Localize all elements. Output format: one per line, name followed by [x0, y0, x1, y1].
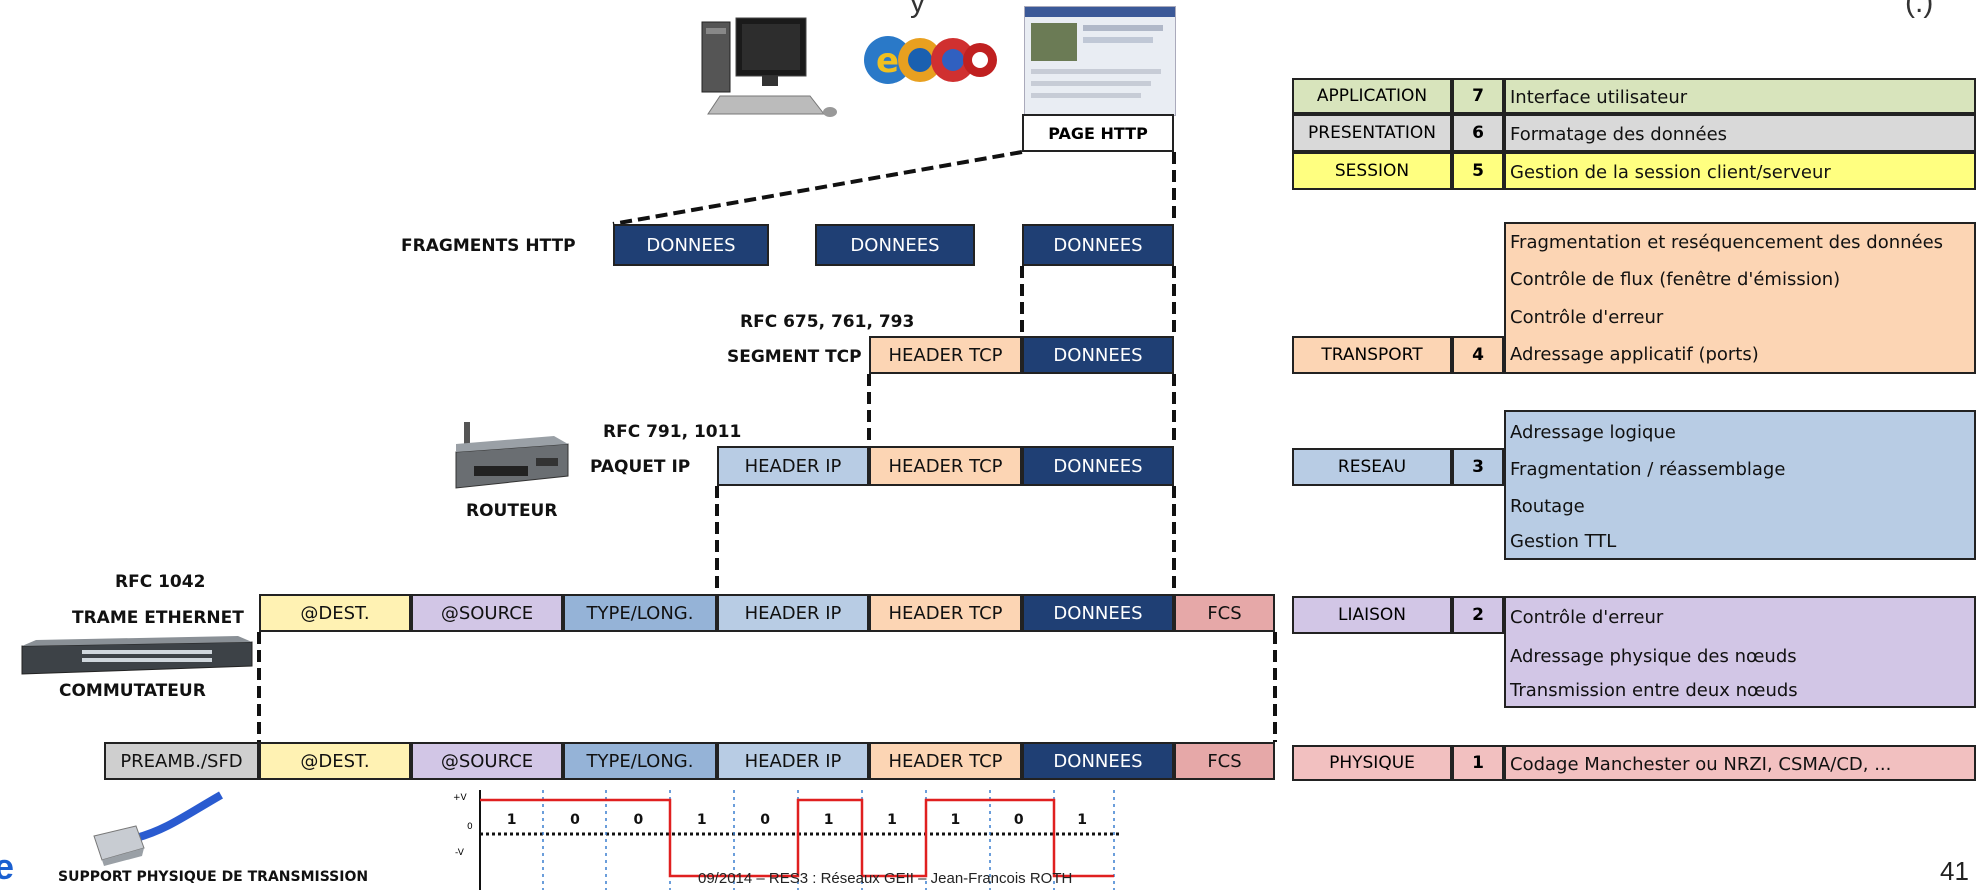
- osi-session-name: SESSION: [1292, 152, 1452, 190]
- browser-logos-icon: e: [864, 36, 997, 84]
- phys-preamb: PREAMB./SFD: [104, 742, 259, 780]
- signal-minus-v: -V: [455, 848, 464, 858]
- top-cut-text-left: y: [910, 0, 925, 19]
- page-number: 41: [1940, 856, 1969, 886]
- osi-transport-line-3: Contrôle d'erreur: [1510, 307, 1664, 328]
- phys-header-tcp: HEADER TCP: [869, 742, 1022, 780]
- osi-liaison-num: 2: [1452, 596, 1504, 634]
- paquet-donnees: DONNEES: [1022, 446, 1174, 486]
- osi-liaison-line-2: Adressage physique des nœuds: [1510, 646, 1797, 667]
- trame-fcs: FCS: [1174, 594, 1275, 632]
- fragments-label: FRAGMENTS HTTP: [401, 236, 576, 256]
- phys-type: TYPE/LONG.: [563, 742, 717, 780]
- signal-plus-v: +V: [453, 793, 467, 803]
- support-label: SUPPORT PHYSIQUE DE TRANSMISSION: [58, 869, 369, 885]
- phys-donnees: DONNEES: [1022, 742, 1174, 780]
- osi-reseau-desc: Adressage logique Fragmentation / réasse…: [1504, 410, 1976, 560]
- page-http-box: PAGE HTTP: [1022, 114, 1174, 152]
- osi-reseau-name: RESEAU: [1292, 448, 1452, 486]
- segment-donnees: DONNEES: [1022, 336, 1174, 374]
- signal-bit: 1: [887, 812, 897, 828]
- signal-bit: 1: [1077, 812, 1088, 828]
- phys-fcs: FCS: [1174, 742, 1275, 780]
- osi-physique-desc: Codage Manchester ou NRZI, CSMA/CD, ...: [1504, 745, 1976, 781]
- signal-bit: 1: [950, 812, 961, 828]
- osi-physique-desc-text: Codage Manchester ou NRZI, CSMA/CD, ...: [1510, 754, 1892, 775]
- fragment-donnees-1: DONNEES: [613, 224, 769, 266]
- osi-transport-line-1: Fragmentation et reséquencement des donn…: [1510, 232, 1944, 253]
- svg-text:e: e: [876, 41, 899, 81]
- osi-presentation-desc-text: Formatage des données: [1510, 124, 1728, 145]
- osi-transport-line-2: Contrôle de flux (fenêtre d'émission): [1510, 269, 1841, 290]
- phys-dest: @DEST.: [259, 742, 411, 780]
- trame-header-ip: HEADER IP: [717, 594, 869, 632]
- trame-rfc: RFC 1042: [115, 572, 206, 592]
- osi-session-desc-text: Gestion de la session client/serveur: [1510, 162, 1831, 183]
- paquet-header-ip: HEADER IP: [717, 446, 869, 486]
- router-icon: [455, 422, 569, 489]
- fragment-donnees-3: DONNEES: [1022, 224, 1174, 266]
- top-cut-text-right: (.): [1905, 0, 1934, 19]
- signal-bit: 1: [823, 812, 834, 828]
- osi-physique-num: 1: [1452, 745, 1504, 781]
- osi-liaison-line-1: Contrôle d'erreur: [1510, 607, 1664, 628]
- segment-label: SEGMENT TCP: [727, 347, 862, 367]
- osi-session-num: 5: [1452, 152, 1504, 190]
- ethernet-cable-icon: [93, 791, 223, 866]
- osi-presentation-desc: Formatage des données: [1504, 114, 1976, 152]
- osi-transport-num: 4: [1452, 336, 1504, 374]
- router-label: ROUTEUR: [466, 501, 558, 521]
- signal-zero: 0: [467, 822, 473, 832]
- trame-header-tcp: HEADER TCP: [869, 594, 1022, 632]
- osi-reseau-line-4: Gestion TTL: [1510, 531, 1617, 552]
- signal-bit: 1: [506, 812, 517, 828]
- trame-source: @SOURCE: [411, 594, 563, 632]
- signal-bit: 0: [633, 812, 644, 828]
- footer-text: 09/2014 – RES3 : Réseaux GEII – Jean-Fra…: [698, 870, 1073, 887]
- osi-transport-desc: Fragmentation et reséquencement des donn…: [1504, 222, 1976, 374]
- paquet-rfc: RFC 791, 1011: [603, 422, 742, 442]
- osi-transport-line-4: Adressage applicatif (ports): [1510, 344, 1759, 365]
- osi-presentation-name: PRESENTATION: [1292, 114, 1452, 152]
- trame-donnees: DONNEES: [1022, 594, 1174, 632]
- osi-presentation-num: 6: [1452, 114, 1504, 152]
- osi-physique-name: PHYSIQUE: [1292, 745, 1452, 781]
- edge-letter: e: [0, 846, 15, 887]
- trame-label: TRAME ETHERNET: [72, 608, 244, 628]
- segment-rfc: RFC 675, 761, 793: [740, 312, 915, 332]
- osi-session-desc: Gestion de la session client/serveur: [1504, 152, 1976, 190]
- signal-bit: 0: [570, 812, 580, 828]
- fragment-donnees-2: DONNEES: [815, 224, 975, 266]
- osi-application-name: APPLICATION: [1292, 78, 1452, 114]
- trame-type: TYPE/LONG.: [563, 594, 717, 632]
- switch-icon: [21, 636, 253, 675]
- osi-application-desc: Interface utilisateur: [1504, 78, 1976, 114]
- osi-application-desc-text: Interface utilisateur: [1510, 87, 1688, 108]
- osi-liaison-line-3: Transmission entre deux nœuds: [1510, 680, 1798, 701]
- osi-reseau-line-1: Adressage logique: [1510, 422, 1676, 443]
- osi-liaison-name: LIAISON: [1292, 596, 1452, 634]
- osi-reseau-line-3: Routage: [1510, 496, 1585, 517]
- computer-icon: [701, 17, 837, 117]
- osi-transport-name: TRANSPORT: [1292, 336, 1452, 374]
- segment-header-tcp: HEADER TCP: [869, 336, 1022, 374]
- manchester-signal: [479, 790, 1122, 890]
- phys-header-ip: HEADER IP: [717, 742, 869, 780]
- signal-bit: 1: [696, 812, 707, 828]
- signal-bit: 0: [760, 812, 771, 828]
- switch-label: COMMUTATEUR: [59, 681, 206, 701]
- paquet-header-tcp: HEADER TCP: [869, 446, 1022, 486]
- paquet-label: PAQUET IP: [590, 457, 691, 477]
- osi-application-num: 7: [1452, 78, 1504, 114]
- osi-liaison-desc: Contrôle d'erreur Adressage physique des…: [1504, 596, 1976, 708]
- phys-source: @SOURCE: [411, 742, 563, 780]
- osi-reseau-num: 3: [1452, 448, 1504, 486]
- signal-bit: 0: [1013, 812, 1024, 828]
- osi-reseau-line-2: Fragmentation / réassemblage: [1510, 459, 1786, 480]
- webpage-thumbnail: [1024, 6, 1176, 116]
- trame-dest: @DEST.: [259, 594, 411, 632]
